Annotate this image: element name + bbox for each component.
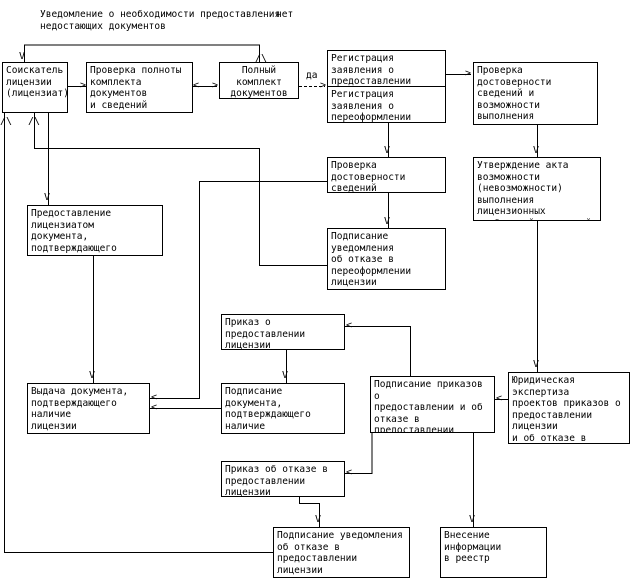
arrowhead-icon: V	[533, 359, 540, 370]
order-refusal-box: Приказ об отказе в предоставлении лиценз…	[221, 461, 345, 497]
arrowhead-icon: V	[282, 370, 289, 381]
reg-grant-box: Регистрация заявления о предоставлении л…	[327, 50, 446, 87]
arrowhead-icon: V	[315, 514, 322, 525]
arrowhead-icon: V	[44, 192, 51, 203]
arrowhead-icon: V	[384, 216, 391, 227]
arrowhead-icon: <	[151, 402, 158, 413]
notice-label: Уведомление о необходимости предоставлен…	[40, 9, 281, 32]
arrowhead-icon: >	[465, 68, 472, 79]
sign-refusal-reissue-box: Подписание уведомления об отказе в перео…	[327, 228, 446, 290]
arrowhead-icon: <	[193, 80, 200, 91]
arrowhead-icon: <	[346, 467, 353, 478]
arrowhead-icon: V	[19, 51, 26, 62]
arrowhead-icon: V	[533, 145, 540, 156]
arrowhead-icon: >	[320, 80, 327, 91]
arrowhead-icon: /\	[28, 116, 41, 127]
arrowhead-icon: <	[496, 393, 503, 404]
order-grant-box: Приказ о предоставлении лицензии	[221, 314, 345, 350]
arrowhead-icon: V	[469, 514, 476, 525]
reg-reissue-box: Регистрация заявления о переоформлении л…	[327, 86, 446, 123]
sign-refusal-notice-box: Подписание уведомления об отказе в предо…	[273, 527, 410, 578]
check-reliability-box: Проверка достоверности сведений	[327, 157, 446, 193]
arrowhead-icon: >	[80, 80, 87, 91]
arrowhead-icon: <	[346, 320, 353, 331]
sign-document-box: Подписание документа, подтверждающего на…	[221, 383, 345, 434]
arrowhead-icon: <	[151, 392, 158, 403]
arrowhead-icon: /\	[255, 53, 268, 64]
approve-act-box: Утверждение акта возможности (невозможно…	[473, 157, 601, 221]
arrowhead-icon: /\	[0, 116, 13, 127]
arrowhead-icon: V	[384, 145, 391, 156]
check-reliability-requirements-box: Проверка достоверности сведений и возмож…	[473, 62, 598, 125]
arrowhead-icon: >	[212, 80, 219, 91]
check-completeness-box: Проверка полноты комплекта документов и …	[86, 62, 193, 113]
issue-document-box: Выдача документа, подтверждающего наличи…	[27, 383, 150, 434]
arrowhead-icon: V	[89, 370, 96, 381]
applicant-box: Соискатель лицензии (лицензиат)	[2, 62, 68, 113]
full-set-box: Полный комплект документов	[219, 62, 299, 99]
registry-box: Внесение информации в реестр	[440, 527, 547, 578]
sign-orders-box: Подписание приказов о предоставлении и о…	[370, 376, 495, 433]
legal-review-box: Юридическая экспертиза проектов приказов…	[508, 372, 630, 444]
yes-label: да	[306, 70, 318, 81]
fee-document-box: Предоставление лицензиатом документа, по…	[27, 205, 163, 256]
no-label: нет	[276, 9, 294, 20]
